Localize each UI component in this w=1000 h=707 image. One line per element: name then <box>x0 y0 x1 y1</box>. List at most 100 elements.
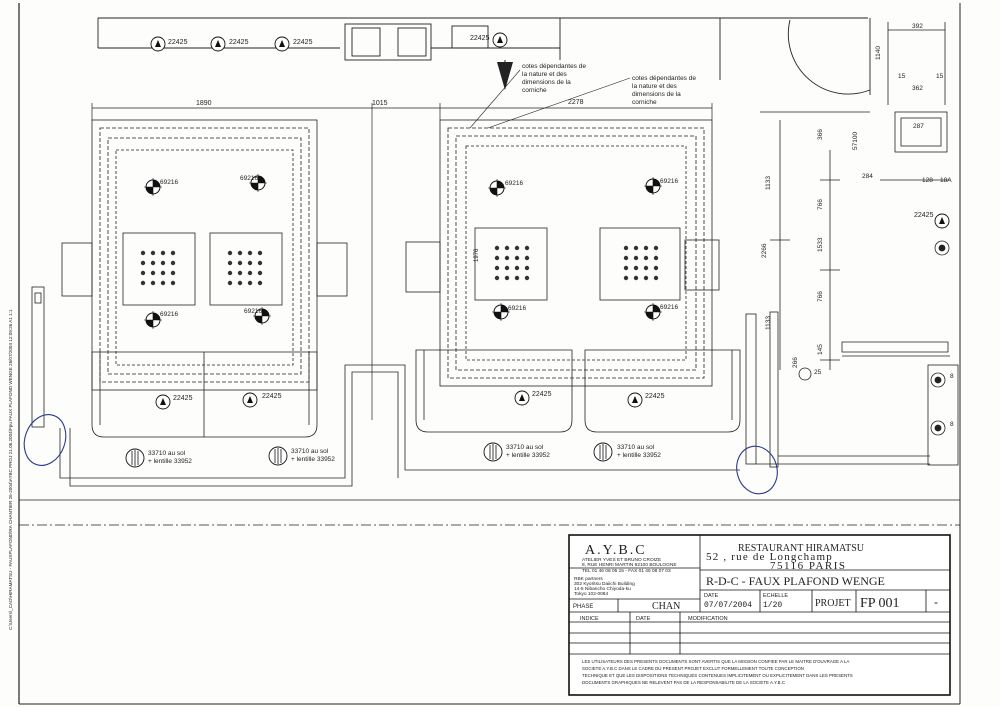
code-label: 22425 <box>173 395 193 402</box>
project-address: 52 , rue de Longchamp <box>706 551 833 563</box>
project-label: PROJET <box>815 598 851 609</box>
partition-walls <box>19 286 960 526</box>
code-label: + lentille 33952 <box>617 452 661 459</box>
dimension-label: 15 <box>898 73 906 80</box>
note-line: corniche <box>522 87 547 94</box>
project-dash: - <box>934 595 938 609</box>
dimension-label: 287 <box>913 123 924 130</box>
spotlights <box>143 173 663 330</box>
facade-wall <box>97 17 871 95</box>
code-label: 22425 <box>293 39 313 46</box>
project-city: 75116 PARIS <box>770 560 847 572</box>
top-downlights: 22425 22425 22425 22425 <box>150 32 508 52</box>
entry-arrow <box>497 60 513 90</box>
firm-line: 8, RUE HENRI MARTIN 92100 BOULOGNE <box>582 562 677 568</box>
note-line: dimensions de la <box>632 91 681 98</box>
modification-label: MODIFICATION <box>688 616 728 622</box>
title-block: A.Y.B.C ATELIER YVES ET BRUNO CROIZE 8, … <box>568 534 951 696</box>
horizontal-dimensions <box>91 103 713 420</box>
code-label: 69216 <box>660 178 678 185</box>
code-label: 22425 <box>262 393 282 400</box>
disclaimer-line: LES UTILISATEURS DES PRESENTS DOCUMENTS … <box>582 659 849 664</box>
note-line: cotes dépendantes de <box>522 63 586 70</box>
note-line: la nature et des <box>522 71 568 78</box>
dimension-label: 766 <box>817 199 824 210</box>
dimension-label: 145 <box>817 344 824 355</box>
floor-light-codes: 33710 au sol + lentille 33952 33710 au s… <box>148 444 661 465</box>
code-label: 33710 au sol <box>291 448 329 455</box>
drawing-title: R-D-C - FAUX PLAFOND WENGE <box>706 574 885 588</box>
note-line: cotes dépendantes de <box>632 75 696 82</box>
sheet-border <box>18 3 961 705</box>
firm-line: ATELIER YVES ET BRUNO CROIZE <box>582 557 661 563</box>
bench-downlights: 22425 22425 22425 22425 22425 <box>155 212 950 410</box>
right-side-detail <box>760 22 959 466</box>
code-label: 22425 <box>532 391 552 398</box>
phase-label: PHASE <box>573 604 593 610</box>
code-label: 22425 <box>470 35 490 42</box>
project-code: FP 001 <box>860 596 900 611</box>
note-line: la nature et des <box>632 83 678 90</box>
pen-annotations <box>23 414 778 495</box>
dimension-label: 8 <box>950 373 954 380</box>
firm-name: A.Y.B.C <box>585 543 647 558</box>
scale-label: ECHELLE <box>763 593 788 599</box>
note-line: dimensions de la <box>522 79 571 86</box>
code-label: 33710 au sol <box>148 450 186 457</box>
dimension-label: 1976 <box>474 248 480 262</box>
dimension-label: 266 <box>792 357 799 368</box>
partner-line: Tokyo 102-0084 <box>574 591 608 597</box>
dimension-label: 2266 <box>761 243 768 258</box>
dimension-label: 8 <box>950 421 954 428</box>
code-label: 69216 <box>244 308 262 315</box>
partner-line: RBK partners <box>574 576 603 582</box>
ceiling-unit-right <box>405 119 741 433</box>
dimension-label: 25 <box>814 369 822 376</box>
date-value: 07/07/2004 <box>704 601 752 610</box>
notes: cotes dépendantes de la nature et des di… <box>469 63 696 129</box>
dimension-label: 766 <box>817 291 824 302</box>
partner-line: 302 Kyoritsu Daiichi Building <box>574 581 635 587</box>
date-label: DATE <box>704 593 719 599</box>
scale-value: 1/20 <box>763 601 782 610</box>
dimension-label: 128 <box>922 177 933 184</box>
disclaimer-line: TECHNIQUE ET QUE LES DISPOSITIONS TECHNI… <box>582 673 853 678</box>
dimension-label: 1133 <box>765 316 772 330</box>
dimension-label: 1533 <box>817 237 824 252</box>
dimension-label: 18A <box>940 177 952 184</box>
ceiling-unit-left <box>61 119 348 438</box>
code-label: 22425 <box>168 39 188 46</box>
code-label: 69216 <box>508 305 526 312</box>
dimension-label: 1133 <box>765 176 772 190</box>
right-dimensions: 392 1140 15 15 362 287 366 57100 284 128… <box>761 23 954 428</box>
note-line: corniche <box>632 99 657 106</box>
dimension-label: 366 <box>817 129 824 140</box>
dimension-label: 1015 <box>372 100 388 107</box>
firm-line: TEL 01 46 08 05 15 - FAX 01 46 08 07 03 <box>582 568 671 574</box>
code-label: 22425 <box>645 393 665 400</box>
partner-line: 14-5 Nibancho Chiyoda-ku <box>574 586 631 592</box>
file-path: C:\Users\_CAD\HIRAMATSU - FAUXPLAFOND\RA… <box>8 309 13 630</box>
code-label: + lentille 33952 <box>291 456 335 463</box>
dimension-label: 362 <box>912 85 923 92</box>
revision-date-label: DATE <box>636 616 651 622</box>
code-label: 33710 au sol <box>506 444 544 451</box>
dimension-label: 284 <box>862 173 873 180</box>
code-label: 69216 <box>240 175 258 182</box>
code-label: + lentille 33952 <box>506 452 550 459</box>
code-label: 22425 <box>914 212 934 219</box>
code-label: 22425 <box>229 39 249 46</box>
dimension-label: 57100 <box>852 132 859 150</box>
code-label: 69216 <box>660 304 678 311</box>
dimension-label: 1890 <box>196 100 212 107</box>
dimension-label: 1140 <box>875 46 882 60</box>
spot-codes: 69216 69216 69216 69216 69216 69216 6921… <box>160 175 678 318</box>
project-name: RESTAURANT HIRAMATSU <box>738 543 865 554</box>
code-label: 69216 <box>160 179 178 186</box>
code-label: 69216 <box>160 311 178 318</box>
phase-value: CHAN <box>652 601 680 612</box>
dimension-label: 2278 <box>568 99 584 106</box>
code-label: 69216 <box>505 180 523 187</box>
disclaimer-line: DOCUMENTS GRAPHIQUES NE RELEVENT PAS DE … <box>582 680 785 685</box>
